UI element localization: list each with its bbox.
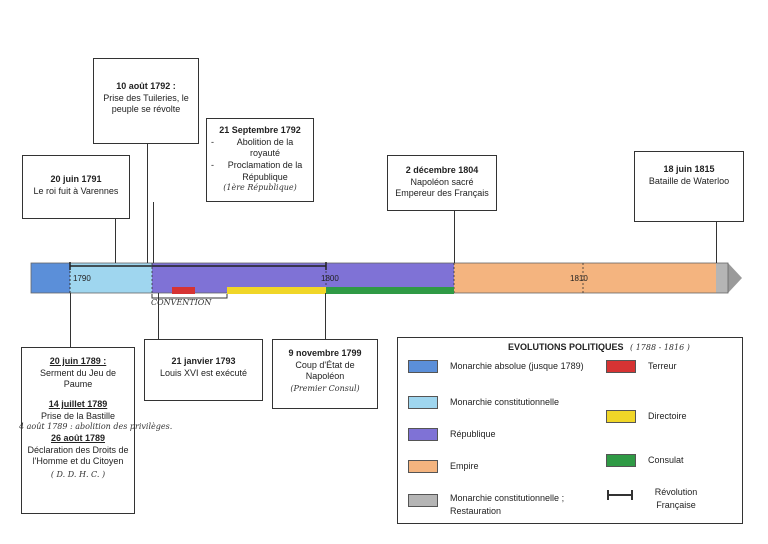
convention-bracket — [151, 294, 228, 299]
event-note: (Premier Consul) — [290, 384, 360, 394]
event-text: Le roi fuit à Varennes — [33, 185, 119, 196]
legend-item-monarchie-absolue: Monarchie absolue (jusque 1789) — [408, 360, 584, 373]
event-date: 14 juillet 1789 — [48, 399, 108, 410]
legend-swatch — [408, 460, 438, 473]
legend-item-republique: République — [408, 428, 496, 441]
legend-label: Consulat — [648, 455, 684, 466]
legend-label: Monarchie constitutionnelle — [450, 397, 560, 408]
legend-item-revolution: Révolution Française — [606, 486, 706, 511]
tick-label-1800: 1800 — [321, 274, 339, 283]
legend: EVOLUTIONS POLITIQUES ( 1788 - 1816 ) Mo… — [397, 337, 743, 524]
event-text: Napoléon sacré Empereur des Français — [395, 176, 489, 199]
event-note: ( D. D. H. C. ) — [50, 469, 106, 479]
legend-item-empire: Empire — [408, 460, 479, 473]
segment-restauration — [716, 263, 728, 293]
legend-swatch — [408, 428, 438, 441]
connector-1804 — [454, 211, 455, 263]
event-text: Coup d'État de Napoléon — [295, 359, 355, 382]
event-box-1791: 20 juin 1791 Le roi fuit à Varennes — [22, 155, 130, 219]
connector-1792-09 — [153, 202, 154, 263]
legend-label: Monarchie constitutionnelle ; Restaurati… — [450, 493, 565, 516]
connector-1789 — [70, 293, 71, 347]
event-box-1792-09: 21 Septembre 1792 -Abolition de la royau… — [206, 118, 314, 202]
legend-swatch — [408, 494, 438, 507]
event-item: Proclamation de la République — [227, 160, 303, 182]
event-date: 9 novembre 1799 — [288, 348, 362, 358]
event-text: Prise des Tuileries, le peuple se révolt… — [103, 92, 189, 115]
event-date: 21 Septembre 1792 — [219, 125, 301, 135]
revolution-bracket-icon — [607, 490, 633, 500]
event-text: Louis XVI est exécuté — [159, 367, 248, 378]
legend-title: EVOLUTIONS POLITIQUES — [508, 342, 624, 352]
legend-item-terreur: Terreur — [606, 360, 677, 373]
legend-title-row: EVOLUTIONS POLITIQUES ( 1788 - 1816 ) — [508, 342, 690, 352]
timeline-arrow-icon — [728, 263, 742, 293]
event-date: 20 juin 1791 — [50, 174, 102, 184]
connector-1791 — [115, 219, 116, 263]
segment-empire — [454, 263, 716, 293]
event-date: 10 août 1792 : — [116, 81, 176, 91]
event-note: (1ère République) — [223, 183, 297, 193]
event-text: Prise de la Bastille — [40, 410, 116, 421]
event-box-1793: 21 janvier 1793 Louis XVI est exécuté — [144, 339, 263, 401]
segment-monarchie-constitutionnelle — [70, 263, 152, 293]
legend-label: Terreur — [648, 361, 677, 372]
event-note: 4 août 1789 : abolition des privilèges. — [19, 422, 173, 432]
connector-1793 — [158, 293, 159, 339]
legend-title-note: ( 1788 - 1816 ) — [630, 343, 690, 352]
legend-item-consulat: Consulat — [606, 454, 684, 467]
legend-label: Directoire — [648, 411, 687, 422]
legend-swatch — [606, 410, 636, 423]
tick-label-1810: 1810 — [570, 274, 588, 283]
legend-label: Empire — [450, 461, 479, 472]
connector-1799 — [325, 293, 326, 339]
event-text: Serment du Jeu de Paume — [39, 367, 117, 390]
legend-swatch — [606, 454, 636, 467]
segment-terreur — [172, 287, 195, 294]
event-text: Déclaration des Droits de l'Homme et du … — [27, 444, 129, 467]
connector-1815 — [716, 222, 717, 263]
event-item: Abolition de la royauté — [236, 136, 294, 159]
event-date: 2 décembre 1804 — [405, 165, 479, 175]
event-box-1804: 2 décembre 1804 Napoléon sacré Empereur … — [387, 155, 497, 211]
legend-item-directoire: Directoire — [606, 410, 687, 423]
segment-consulat — [326, 287, 454, 294]
event-date: 26 août 1789 — [50, 432, 106, 443]
segment-monarchie-absolue — [31, 263, 70, 293]
legend-swatch — [606, 360, 636, 373]
legend-label: Monarchie absolue (jusque 1789) — [450, 361, 584, 372]
event-box-1799: 9 novembre 1799 Coup d'État de Napoléon … — [272, 339, 378, 409]
connector-1792-08 — [147, 144, 148, 263]
legend-label: Révolution Française — [654, 487, 698, 510]
legend-swatch — [408, 360, 438, 373]
segment-directoire — [227, 287, 326, 294]
legend-swatch — [408, 396, 438, 409]
legend-label: République — [450, 429, 496, 440]
event-date: 18 juin 1815 — [663, 164, 715, 174]
convention-label: CONVENTION — [151, 298, 212, 307]
event-box-1815: 18 juin 1815 Bataille de Waterloo — [634, 151, 744, 222]
event-box-1789: 20 juin 1789 : Serment du Jeu de Paume 1… — [19, 347, 172, 514]
legend-item-monarchie-constitutionnelle: Monarchie constitutionnelle — [408, 396, 559, 409]
legend-item-restauration: Monarchie constitutionnelle ; Restaurati… — [408, 492, 590, 517]
event-box-1792-08: 10 août 1792 : Prise des Tuileries, le p… — [93, 58, 199, 144]
event-date: 20 juin 1789 : — [49, 356, 107, 366]
tick-label-1790: 1790 — [73, 274, 91, 283]
event-date: 21 janvier 1793 — [171, 356, 236, 366]
event-text: Bataille de Waterloo — [648, 175, 730, 186]
